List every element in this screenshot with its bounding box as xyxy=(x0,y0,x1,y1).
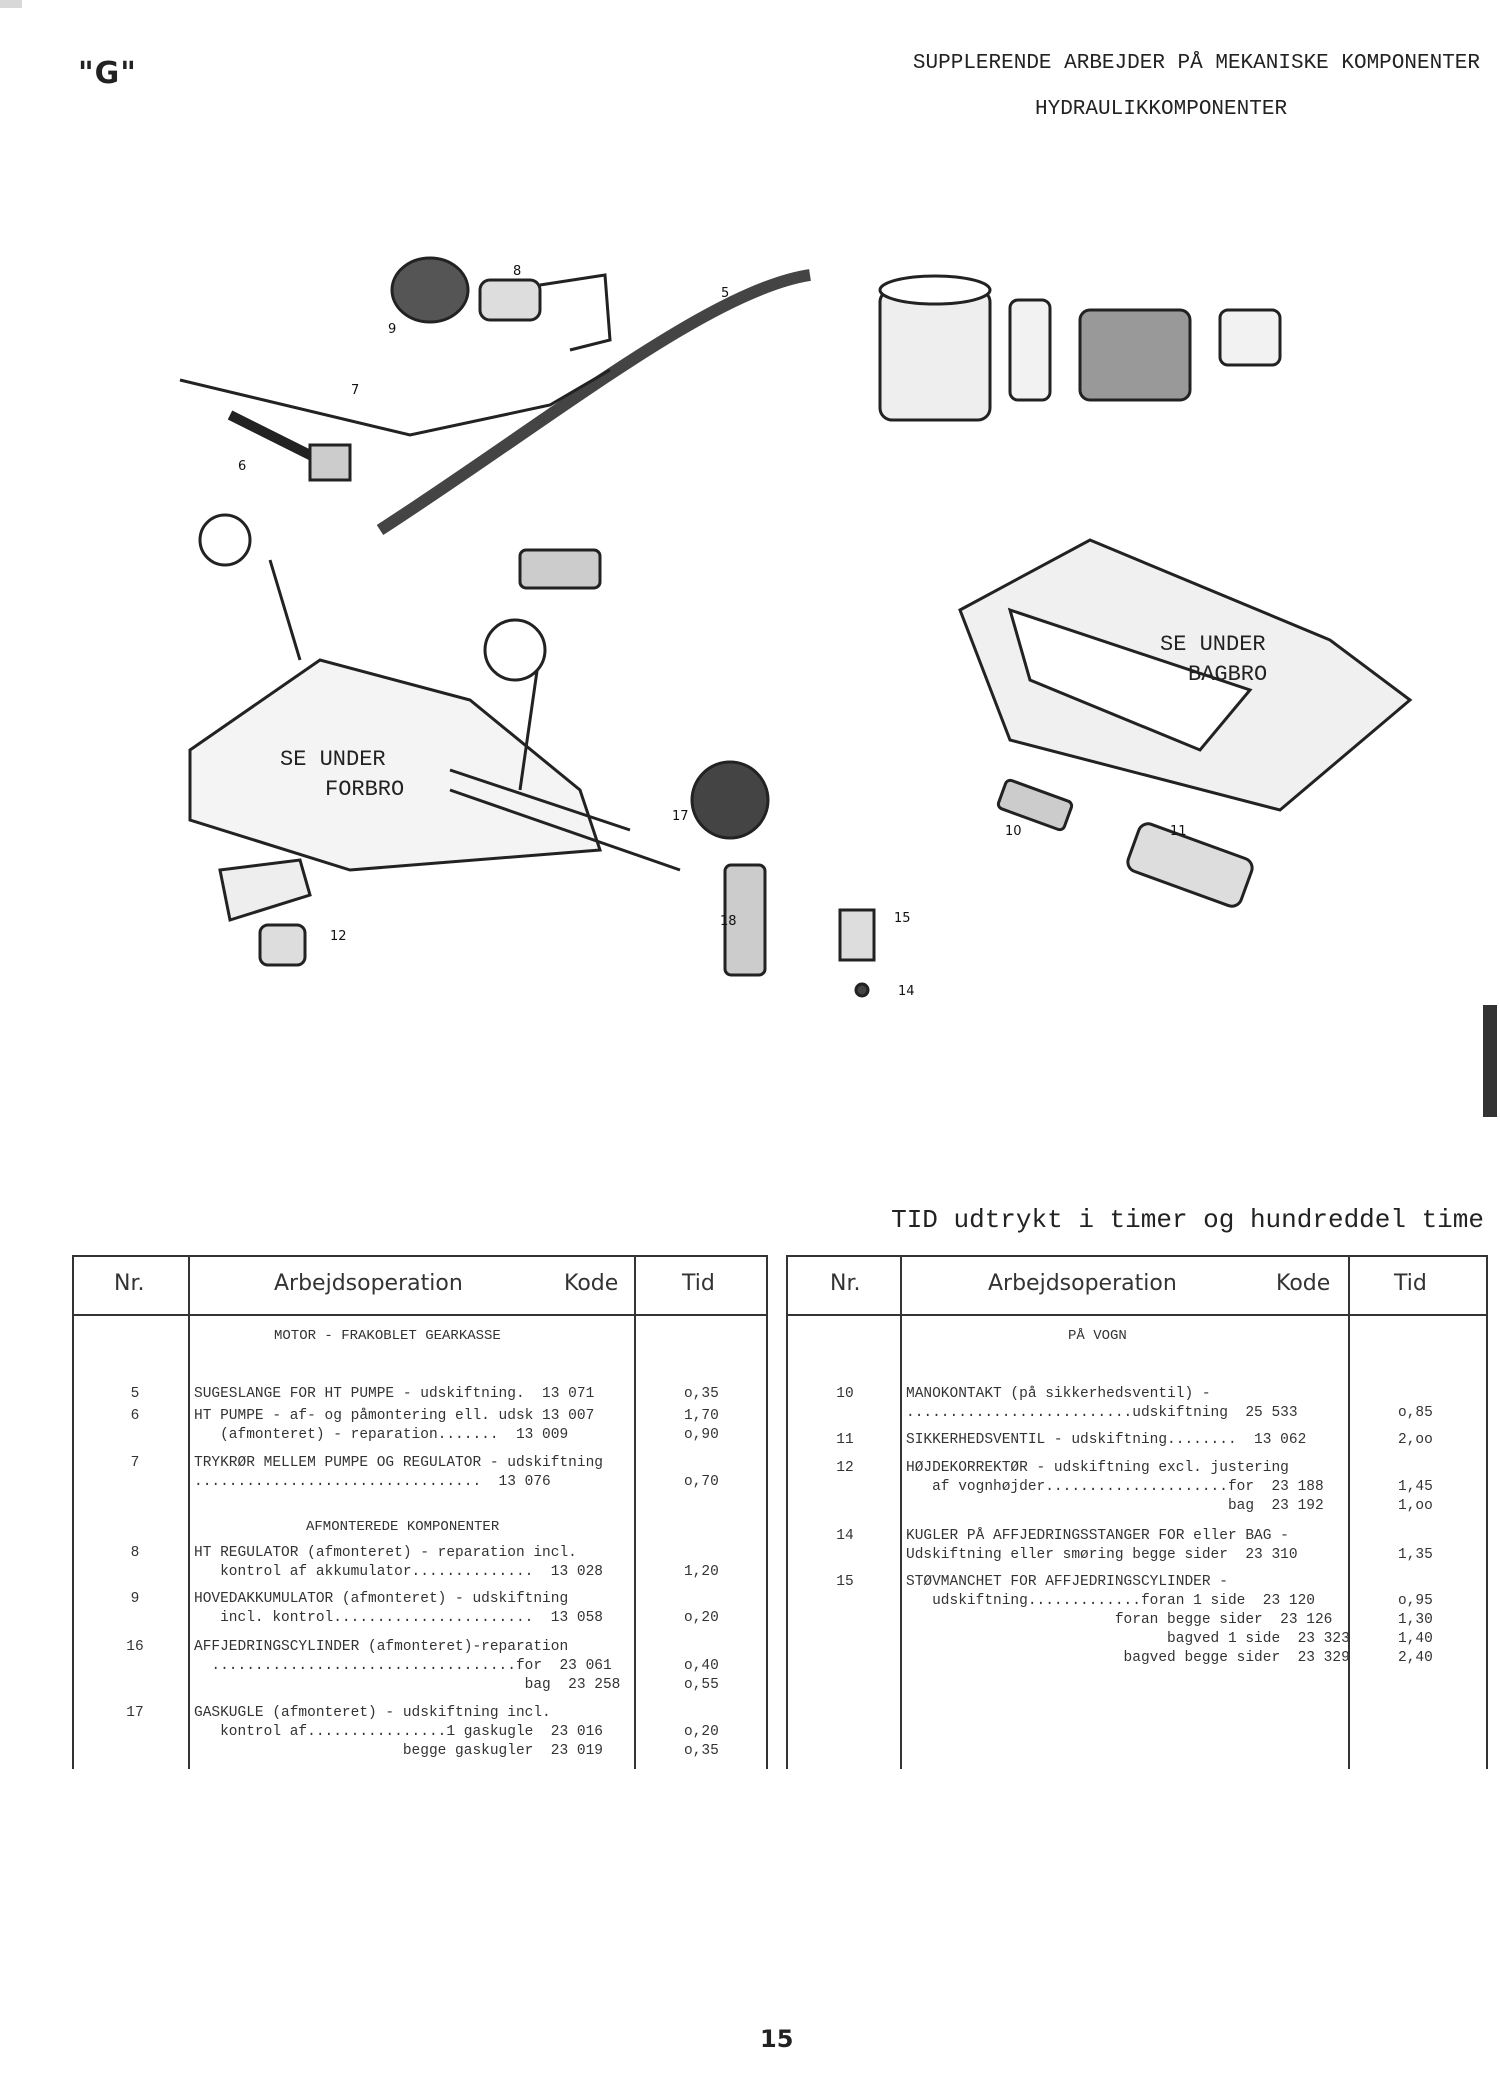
row-nr: 14 xyxy=(836,1528,854,1544)
table-header: Nr. Arbejdsoperation Kode Tid xyxy=(74,1257,766,1316)
front-suspension-sphere-left xyxy=(198,513,252,567)
pressure-pipe xyxy=(179,368,611,437)
scan-corner-mark xyxy=(0,0,22,8)
row-nr: 15 xyxy=(836,1574,854,1590)
hydraulic-reservoir xyxy=(878,288,992,422)
callout-14: 14 xyxy=(898,984,915,999)
row-operation: HT REGULATOR (afmonteret) - reparation i… xyxy=(194,1545,603,1580)
header-time: Tid xyxy=(1394,1271,1427,1296)
row-operation: SIKKERHEDSVENTIL - udskiftning........ 1… xyxy=(906,1432,1307,1448)
page-title: SUPPLERENDE ARBEJDER PÅ MEKANISKE KOMPON… xyxy=(912,52,1480,75)
row-operation: TRYKRØR MELLEM PUMPE OG REGULATOR - udsk… xyxy=(194,1455,603,1490)
section-letter: "G" xyxy=(78,56,137,91)
callout-5: 5 xyxy=(721,286,729,301)
row-operation: STØVMANCHET FOR AFFJEDRINGSCYLINDER - ud… xyxy=(906,1574,1350,1666)
header-operation: Arbejdsoperation xyxy=(274,1271,463,1296)
dust-boot xyxy=(838,908,876,962)
row-nr: 7 xyxy=(130,1455,140,1471)
row-nr: 16 xyxy=(126,1639,144,1655)
exploded-parts-illustration: 8 9 5 7 6 17 18 15 14 12 10 11 SE UNDER … xyxy=(179,256,1413,999)
page-subtitle: HYDRAULIKKOMPONENTER xyxy=(1035,98,1288,121)
page-number: 15 xyxy=(760,2025,794,2053)
see-under-rear-line2: BAGBRO xyxy=(1188,662,1267,687)
safety-valve xyxy=(1126,822,1254,908)
row-nr: 5 xyxy=(130,1386,140,1402)
front-axle-subframe xyxy=(188,658,603,872)
section-tab-marker xyxy=(1483,1005,1497,1117)
see-under-front-line2: FORBRO xyxy=(325,777,404,802)
row-time: o,85 xyxy=(1398,1405,1433,1421)
height-corrector xyxy=(218,858,312,922)
row-operation: MANOKONTAKT (på sikkerhedsventil) - ....… xyxy=(906,1386,1298,1421)
row-nr: 11 xyxy=(836,1432,854,1448)
row-time: 1,45 1,oo xyxy=(1398,1479,1433,1514)
callout-7: 7 xyxy=(351,383,359,398)
callout-10: 10 xyxy=(1005,824,1022,839)
suction-hose xyxy=(376,269,811,536)
row-operation: KUGLER PÅ AFFJEDRINGSSTANGER FOR eller B… xyxy=(906,1528,1298,1563)
table-header: Nr. Arbejdsoperation Kode Tid xyxy=(788,1257,1486,1316)
row-nr: 12 xyxy=(836,1460,854,1476)
row-time: o,40 o,55 xyxy=(684,1658,719,1693)
header-nr: Nr. xyxy=(830,1271,861,1296)
time-unit-note: TID udtrykt i timer og hundreddel time xyxy=(891,1205,1484,1235)
row-nr: 17 xyxy=(126,1705,144,1721)
filter-bowl xyxy=(1078,308,1192,402)
suspension-cylinder xyxy=(723,863,767,977)
filter-cartridge xyxy=(1008,298,1052,402)
callout-8: 8 xyxy=(513,264,521,279)
section-heading: PÅ VOGN xyxy=(1068,1328,1127,1344)
main-accumulator-sphere xyxy=(390,256,470,324)
right-operations-table: Nr. Arbejdsoperation Kode Tid PÅ VOGN 10… xyxy=(786,1255,1488,1769)
callout-18: 18 xyxy=(720,914,737,929)
callout-9: 9 xyxy=(388,322,396,337)
header-time: Tid xyxy=(682,1271,715,1296)
pressure-switch xyxy=(996,778,1074,832)
ht-regulator xyxy=(478,278,542,322)
section-heading: AFMONTEREDE KOMPONENTER xyxy=(306,1519,500,1535)
row-time: o,95 1,30 1,40 2,40 xyxy=(1398,1593,1433,1666)
row-nr: 9 xyxy=(130,1591,140,1607)
front-suspension-sphere-right xyxy=(483,618,547,682)
row-time: o,20 o,35 xyxy=(684,1724,719,1759)
row-operation: SUGESLANGE FOR HT PUMPE - udskiftning. 1… xyxy=(194,1386,595,1402)
row-operation: AFFJEDRINGSCYLINDER (afmonteret)-reparat… xyxy=(194,1639,621,1693)
row-operation: HØJDEKORREKTØR - udskiftning excl. juste… xyxy=(906,1460,1324,1514)
distribution-valve xyxy=(518,548,602,590)
row-time: 1,20 xyxy=(684,1564,719,1580)
header-code: Kode xyxy=(564,1271,619,1296)
callout-11: 11 xyxy=(1170,824,1187,839)
row-time: 1,70 o,90 xyxy=(684,1408,719,1443)
header-nr: Nr. xyxy=(114,1271,145,1296)
see-under-front-line1: SE UNDER xyxy=(280,747,386,772)
row-time: 1,35 xyxy=(1398,1547,1433,1563)
header-operation: Arbejdsoperation xyxy=(988,1271,1177,1296)
section-heading: MOTOR - FRAKOBLET GEARKASSE xyxy=(274,1328,501,1344)
callout-17: 17 xyxy=(672,809,689,824)
row-nr: 6 xyxy=(130,1408,140,1424)
row-time: o,35 xyxy=(684,1386,719,1402)
header-code: Kode xyxy=(1276,1271,1331,1296)
row-nr: 10 xyxy=(836,1386,854,1402)
see-under-rear-line1: SE UNDER xyxy=(1160,632,1266,657)
row-operation: HOVEDAKKUMULATOR (afmonteret) - udskiftn… xyxy=(194,1591,603,1626)
callout-6: 6 xyxy=(238,459,246,474)
row-operation: GASKUGLE (afmonteret) - udskiftning incl… xyxy=(194,1705,603,1759)
supply-pipe-short xyxy=(539,273,612,352)
row-nr: 8 xyxy=(130,1545,140,1561)
filter-cap xyxy=(1218,308,1282,367)
row-time: 2,oo xyxy=(1398,1432,1433,1448)
row-time: o,20 xyxy=(684,1610,719,1626)
suspension-ball xyxy=(854,982,870,998)
ht-pump xyxy=(227,410,323,465)
row-time: o,70 xyxy=(684,1474,719,1490)
row-operation: HT PUMPE - af- og påmontering ell. udsk … xyxy=(194,1408,595,1443)
left-operations-table: Nr. Arbejdsoperation Kode Tid MOTOR - FR… xyxy=(72,1255,768,1769)
gas-sphere xyxy=(690,760,770,840)
callout-15: 15 xyxy=(894,911,911,926)
callout-12: 12 xyxy=(330,929,347,944)
